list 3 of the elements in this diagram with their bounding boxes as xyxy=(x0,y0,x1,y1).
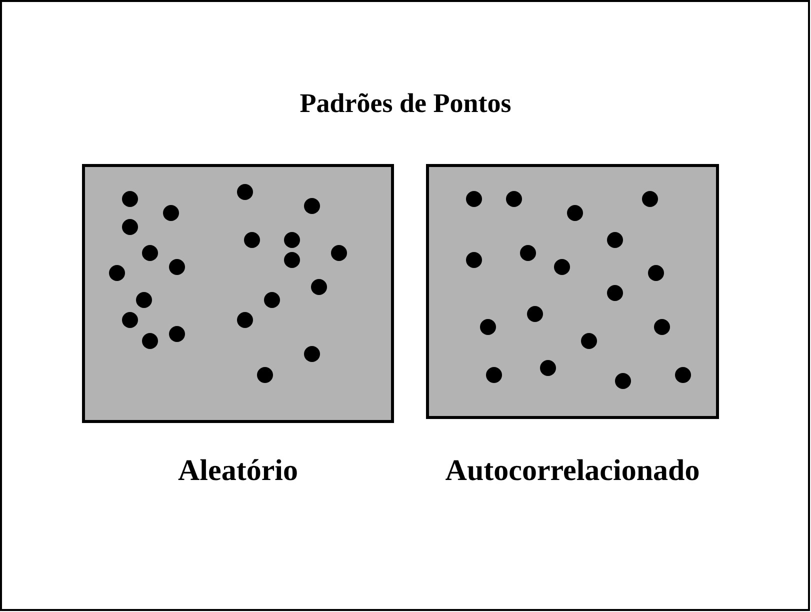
panel-label: Autocorrelacionado xyxy=(445,454,700,488)
panel-label: Aleatório xyxy=(178,454,298,488)
diagram-title: Padrões de Pontos xyxy=(298,88,512,119)
